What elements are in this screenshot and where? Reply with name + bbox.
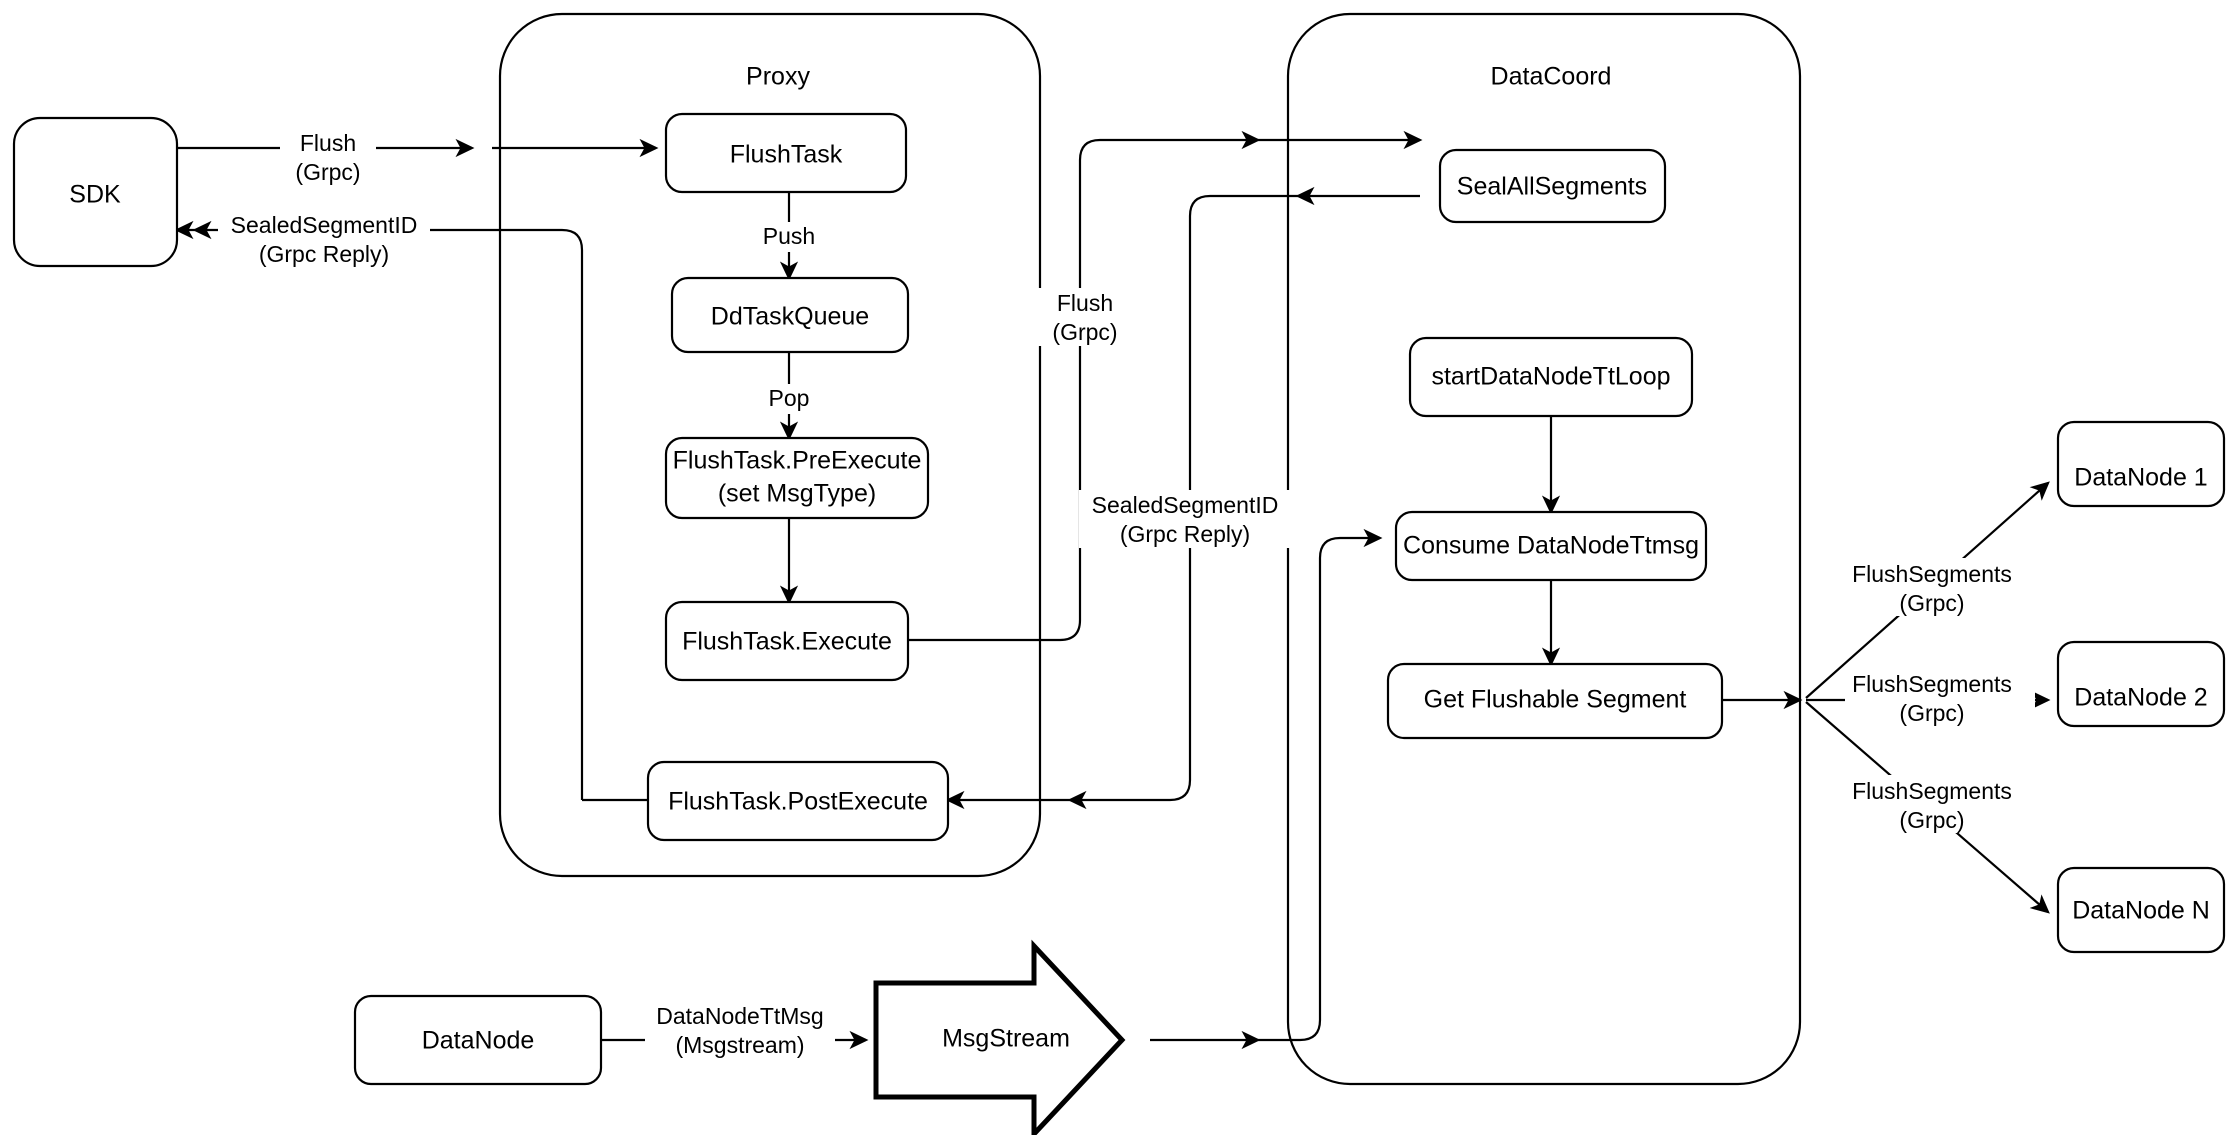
edge-label-flushsegments-n-line2: (Grpc) bbox=[1899, 807, 1964, 833]
preexecute-box[interactable] bbox=[664, 436, 930, 520]
node-get-flushable-segment[interactable]: Get Flushable Segment bbox=[1386, 662, 1724, 740]
edge-label-push-text: Push bbox=[763, 223, 815, 249]
sdk-box[interactable] bbox=[12, 116, 179, 268]
datanode-bottom-label: DataNode bbox=[422, 1027, 535, 1055]
datanode1-label: DataNode 1 bbox=[2074, 464, 2207, 492]
sealallsegments-box[interactable] bbox=[1438, 148, 1667, 224]
postexecute-box[interactable] bbox=[646, 760, 950, 842]
node-flushtask-execute[interactable]: FlushTask.Execute bbox=[664, 600, 910, 682]
get-flushable-segment-label: Get Flushable Segment bbox=[1424, 686, 1687, 714]
edge-proxy-to-sdk bbox=[192, 220, 584, 800]
preexecute-label-line1: FlushTask.PreExecute bbox=[673, 447, 922, 475]
edge-label-pop-text: Pop bbox=[769, 385, 810, 411]
datanode1-box[interactable] bbox=[2056, 420, 2226, 508]
node-startdatanodettloop[interactable]: startDataNodeTtLoop bbox=[1408, 336, 1694, 418]
consume-datanodettmsg-box[interactable] bbox=[1394, 510, 1708, 582]
edge-label-sdk-reply: SealedSegmentID (Grpc Reply) bbox=[218, 210, 430, 268]
edge-label-sdk-reply-line1: SealedSegmentID bbox=[231, 212, 418, 238]
node-sdk[interactable]: SDK bbox=[12, 116, 179, 268]
startdatanodettloop-label: startDataNodeTtLoop bbox=[1431, 363, 1670, 391]
get-flushable-segment-box[interactable] bbox=[1386, 662, 1724, 740]
edge-label-coord-flush-line1: Flush bbox=[1057, 290, 1113, 316]
edge-label-flushsegments-n: FlushSegments (Grpc) bbox=[1845, 775, 2035, 833]
node-flushtask[interactable]: FlushTask bbox=[664, 112, 908, 194]
datacoord-container-label: DataCoord bbox=[1491, 63, 1612, 91]
node-datanode-n[interactable]: DataNode N bbox=[2056, 866, 2226, 954]
msgstream-arrow-shape[interactable] bbox=[873, 939, 1126, 1135]
edge-label-coord-flush: Flush (Grpc) bbox=[1038, 288, 1136, 346]
ddtaskqueue-label: DdTaskQueue bbox=[711, 303, 869, 331]
execute-label: FlushTask.Execute bbox=[682, 628, 892, 656]
sdk-label: SDK bbox=[69, 181, 121, 209]
edge-label-flushsegments-n-line1: FlushSegments bbox=[1852, 778, 2012, 804]
edge-ttmsg-riser-to-consume bbox=[1258, 528, 1383, 1042]
container-datacoord: DataCoord bbox=[1286, 12, 1802, 1086]
postexecute-label: FlushTask.PostExecute bbox=[668, 788, 928, 816]
node-flushtask-preexecute[interactable]: FlushTask.PreExecute (set MsgType) bbox=[664, 436, 930, 520]
edge-execute-to-datacoord bbox=[908, 130, 1261, 642]
proxy-container-outline bbox=[498, 12, 1042, 878]
edge-label-datanode-ttmsg: DataNodeTtMsg (Msgstream) bbox=[645, 1000, 835, 1058]
sealallsegments-label: SealAllSegments bbox=[1457, 173, 1647, 201]
startdatanodettloop-box[interactable] bbox=[1408, 336, 1694, 418]
flushtask-box[interactable] bbox=[664, 112, 908, 194]
node-datanode-bottom[interactable]: DataNode bbox=[353, 994, 603, 1086]
datanoden-box[interactable] bbox=[2056, 866, 2226, 954]
flushtask-label: FlushTask bbox=[730, 141, 843, 169]
edge-label-sdk-flush-line2: (Grpc) bbox=[295, 159, 360, 185]
edge-label-coord-reply-line2: (Grpc Reply) bbox=[1120, 521, 1250, 547]
edge-label-coord-reply-line1: SealedSegmentID bbox=[1092, 492, 1279, 518]
edge-label-coord-flush-line2: (Grpc) bbox=[1052, 319, 1117, 345]
container-proxy: Proxy bbox=[498, 12, 1042, 878]
edge-label-datanode-ttmsg-line1: DataNodeTtMsg bbox=[656, 1003, 823, 1029]
edge-label-coord-reply: SealedSegmentID (Grpc Reply) bbox=[1079, 490, 1291, 548]
node-datanode-1[interactable]: DataNode 1 bbox=[2056, 420, 2226, 508]
msgstream-label: MsgStream bbox=[942, 1025, 1070, 1053]
edge-label-sdk-reply-line2: (Grpc Reply) bbox=[259, 241, 389, 267]
edge-label-sdk-flush-line1: Flush bbox=[300, 130, 356, 156]
node-sealallsegments[interactable]: SealAllSegments bbox=[1438, 148, 1667, 224]
proxy-container-label: Proxy bbox=[746, 63, 810, 91]
datanoden-label: DataNode N bbox=[2072, 897, 2210, 925]
edge-label-flushsegments-1: FlushSegments (Grpc) bbox=[1845, 558, 2035, 616]
node-flushtask-postexecute[interactable]: FlushTask.PostExecute bbox=[646, 760, 950, 842]
preexecute-label-line2: (set MsgType) bbox=[718, 480, 876, 508]
datanode2-label: DataNode 2 bbox=[2074, 684, 2207, 712]
datanode2-box[interactable] bbox=[2056, 640, 2226, 728]
edge-label-pop: Pop bbox=[756, 384, 822, 414]
edge-label-flushsegments-1-line1: FlushSegments bbox=[1852, 561, 2012, 587]
edge-label-sdk-flush: Flush (Grpc) bbox=[280, 128, 376, 186]
node-consume-datanodettmsg[interactable]: Consume DataNodeTtmsg bbox=[1394, 510, 1708, 582]
edge-label-flushsegments-2-line1: FlushSegments bbox=[1852, 671, 2012, 697]
node-datanode-2[interactable]: DataNode 2 bbox=[2056, 640, 2226, 728]
edge-label-push: Push bbox=[752, 222, 826, 252]
datanode-bottom-box[interactable] bbox=[353, 994, 603, 1086]
node-msgstream[interactable]: MsgStream bbox=[873, 939, 1126, 1135]
datacoord-container-outline bbox=[1286, 12, 1802, 1086]
execute-box[interactable] bbox=[664, 600, 910, 682]
consume-datanodettmsg-label: Consume DataNodeTtmsg bbox=[1403, 532, 1699, 560]
edge-label-datanode-ttmsg-line2: (Msgstream) bbox=[675, 1032, 804, 1058]
ddtaskqueue-box[interactable] bbox=[670, 276, 910, 354]
edge-label-flushsegments-2-line2: (Grpc) bbox=[1899, 700, 1964, 726]
node-ddtaskqueue[interactable]: DdTaskQueue bbox=[670, 276, 910, 354]
edge-label-flushsegments-1-line2: (Grpc) bbox=[1899, 590, 1964, 616]
edge-label-flushsegments-2: FlushSegments (Grpc) bbox=[1845, 668, 2035, 726]
